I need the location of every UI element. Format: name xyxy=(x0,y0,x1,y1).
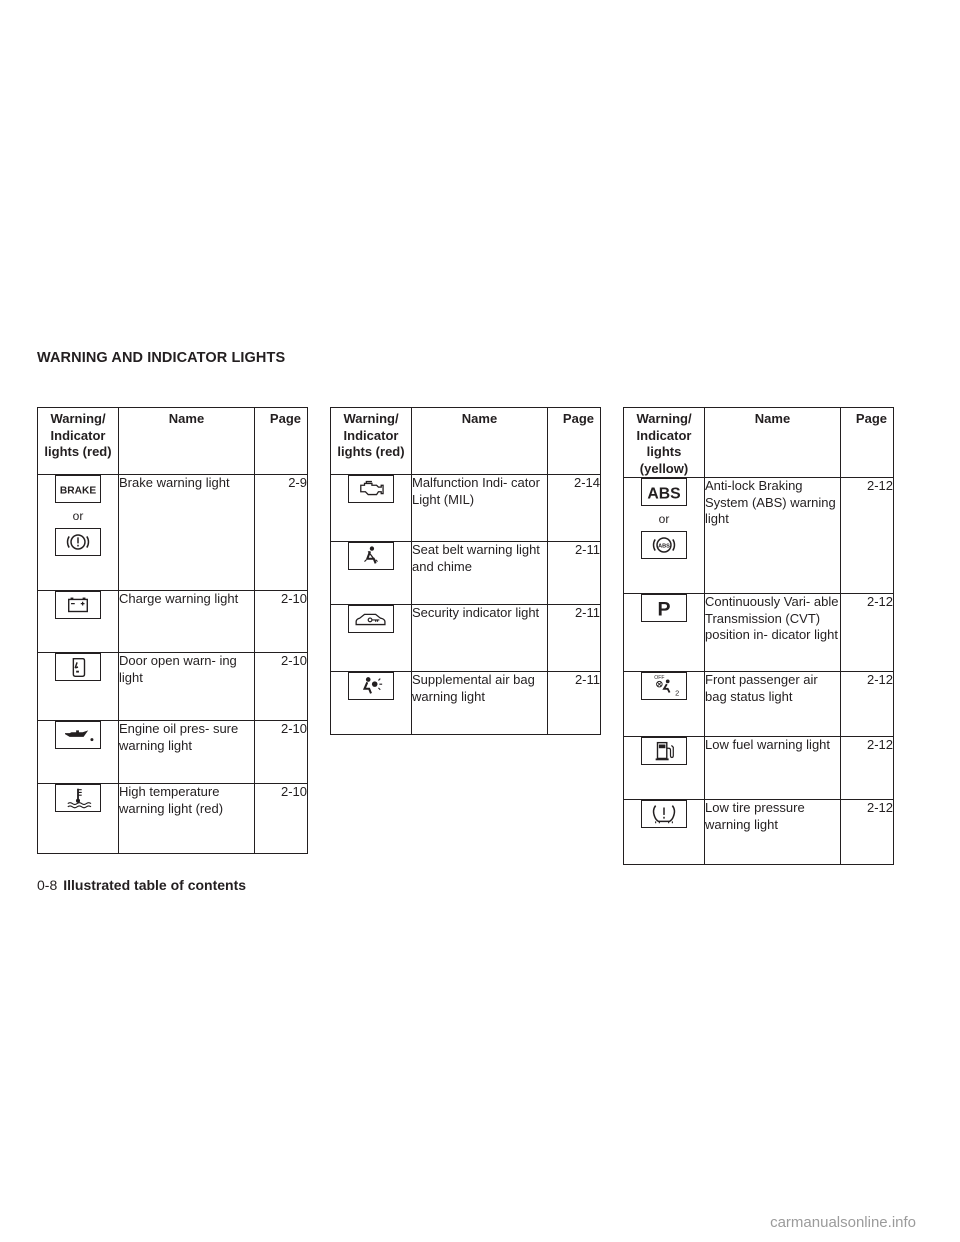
abs-small-text: ABS xyxy=(658,543,670,549)
table-row: Supplemental air bag warning light 2-11 xyxy=(330,671,601,735)
section-title: WARNING AND INDICATOR LIGHTS xyxy=(37,350,286,366)
seat-belt-icon xyxy=(348,542,394,570)
table-row: Low fuel warning light 2-12 xyxy=(623,736,894,800)
warning-lights-table-red-1: Warning/ Indicator lights (red) Name Pag… xyxy=(37,407,308,854)
or-label: or xyxy=(72,509,84,523)
page-ref: 2-12 xyxy=(840,736,894,800)
page-ref: 2-10 xyxy=(254,590,308,653)
airbag-icon xyxy=(348,672,394,700)
header-page: Page xyxy=(547,407,601,475)
or-label: or xyxy=(658,512,670,526)
battery-icon xyxy=(55,591,101,619)
header-name: Name xyxy=(704,407,841,478)
table-row: Engine oil pres- sure warning light 2-10 xyxy=(37,720,308,784)
p-position-icon: P xyxy=(641,594,687,622)
table-row: Low tire pressure warning light 2-12 xyxy=(623,799,894,865)
header-page: Page xyxy=(254,407,308,475)
page-ref: 2-10 xyxy=(254,720,308,784)
table-row: Security indicator light 2-11 xyxy=(330,604,601,672)
watermark: carmanualsonline.info xyxy=(770,1214,916,1231)
page-ref: 2-10 xyxy=(254,652,308,721)
page-number: 0-8 xyxy=(37,877,58,893)
warning-lights-table-red-2: Warning/ Indicator lights (red) Name Pag… xyxy=(330,407,601,735)
two-text: 2 xyxy=(675,688,679,697)
tire-pressure-icon xyxy=(641,800,687,828)
light-name: Malfunction Indi- cator Light (MIL) xyxy=(411,474,548,542)
light-name: High temperature warning light (red) xyxy=(118,783,255,854)
page-ref: 2-12 xyxy=(840,671,894,737)
table-row: Malfunction Indi- cator Light (MIL) 2-14 xyxy=(330,474,601,542)
abs-text-icon: ABS xyxy=(641,478,687,506)
passenger-airbag-off-icon: OFF 2 xyxy=(641,672,687,700)
abs-text: ABS xyxy=(647,486,680,503)
page-ref: 2-10 xyxy=(254,783,308,854)
abs-circle-icon: ABS xyxy=(641,531,687,559)
table-row: Door open warn- ing light 2-10 xyxy=(37,652,308,721)
light-name: Supplemental air bag warning light xyxy=(411,671,548,735)
oil-can-icon xyxy=(55,721,101,749)
light-name: Door open warn- ing light xyxy=(118,652,255,721)
brake-circle-icon xyxy=(55,528,101,556)
light-name: Charge warning light xyxy=(118,590,255,653)
door-open-icon xyxy=(55,653,101,681)
light-name: Low fuel warning light xyxy=(704,736,841,800)
table-row: OFF 2 Front passenger air bag status ligh… xyxy=(623,671,894,737)
light-name: Seat belt warning light and chime xyxy=(411,541,548,605)
header-name: Name xyxy=(118,407,255,475)
header-warning-lights: Warning/ Indicator lights (yellow) xyxy=(623,407,705,478)
table-row: High temperature warning light (red) 2-1… xyxy=(37,783,308,854)
p-text: P xyxy=(657,598,670,620)
page-ref: 2-12 xyxy=(840,593,894,672)
header-name: Name xyxy=(411,407,548,475)
table-row: Seat belt warning light and chime 2-11 xyxy=(330,541,601,605)
warning-lights-table-yellow: Warning/ Indicator lights (yellow) Name … xyxy=(623,407,894,865)
page-ref: 2-12 xyxy=(840,799,894,865)
header-page: Page xyxy=(840,407,894,478)
thermometer-icon xyxy=(55,784,101,812)
off-text: OFF xyxy=(654,675,664,681)
brake-text: BRAKE xyxy=(60,486,96,497)
page-ref: 2-11 xyxy=(547,541,601,605)
engine-icon xyxy=(348,475,394,503)
table-row: BRAKE or Brake warning light 2-9 xyxy=(37,474,308,591)
page-ref: 2-9 xyxy=(254,474,308,591)
light-name: Engine oil pres- sure warning light xyxy=(118,720,255,784)
car-key-icon xyxy=(348,605,394,633)
light-name: Anti-lock Braking System (ABS) warning l… xyxy=(704,477,841,594)
light-name: Continuously Vari- able Transmission (CV… xyxy=(704,593,841,672)
table-row: ABS or ABS Anti-lock Braking System (ABS… xyxy=(623,477,894,594)
page-ref: 2-14 xyxy=(547,474,601,542)
page-ref: 2-12 xyxy=(840,477,894,594)
footer-title: Illustrated table of contents xyxy=(63,877,247,893)
brake-text-icon: BRAKE xyxy=(55,475,101,503)
light-name: Low tire pressure warning light xyxy=(704,799,841,865)
page-footer: 0-8 Illustrated table of contents xyxy=(37,877,246,893)
header-warning-lights: Warning/ Indicator lights (red) xyxy=(37,407,119,475)
table-row: P Continuously Vari- able Transmission (… xyxy=(623,593,894,672)
header-warning-lights: Warning/ Indicator lights (red) xyxy=(330,407,412,475)
table-row: Charge warning light 2-10 xyxy=(37,590,308,653)
page-ref: 2-11 xyxy=(547,604,601,672)
light-name: Front passenger air bag status light xyxy=(704,671,841,737)
light-name: Security indicator light xyxy=(411,604,548,672)
page-ref: 2-11 xyxy=(547,671,601,735)
fuel-pump-icon xyxy=(641,737,687,765)
light-name: Brake warning light xyxy=(118,474,255,591)
